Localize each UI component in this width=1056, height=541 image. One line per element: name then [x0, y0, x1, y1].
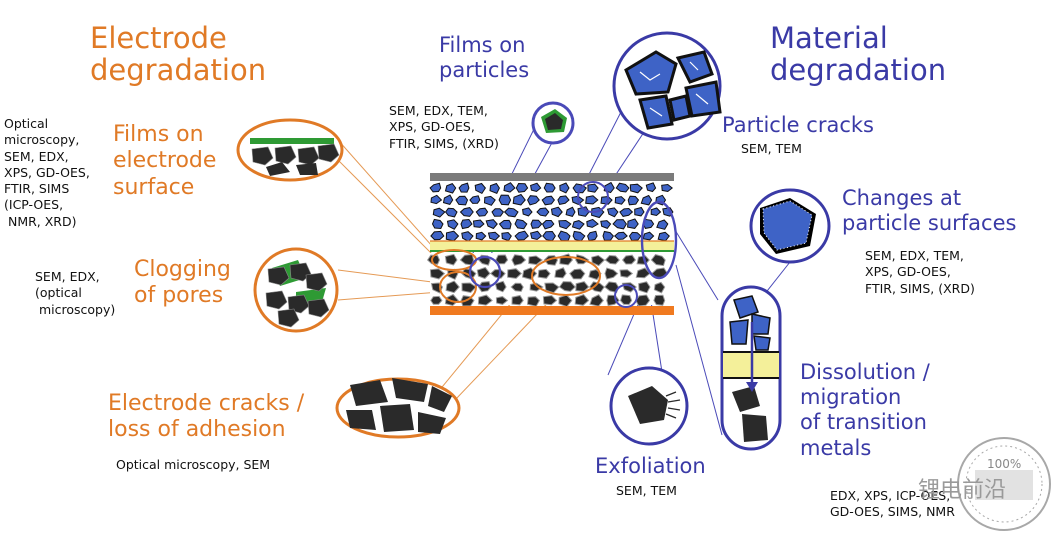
dissolution-title: Dissolution / migration of transition me…	[800, 360, 930, 460]
surface-changes-methods: SEM, EDX, TEM, XPS, GD-OES, FTIR, SIMS, …	[865, 248, 975, 296]
films-on-surface-inset	[236, 118, 344, 182]
cracks-inset	[335, 377, 461, 439]
electrode-cross-section	[426, 173, 678, 315]
watermark-brand: 锂电前沿	[918, 478, 1007, 503]
surface-changes-title: Changes at particle surfaces	[842, 186, 1017, 236]
header-material-degradation: Material degradation	[770, 21, 947, 88]
films-surface-title: Films on electrode surface	[113, 122, 217, 200]
particle-cracks-methods: SEM, TEM	[741, 141, 802, 156]
films-surface-methods: Optical microscopy, SEM, EDX, XPS, GD-OE…	[4, 116, 90, 229]
watermark-stamp: 100%	[987, 457, 1022, 471]
exfoliation-title: Exfoliation	[595, 454, 706, 478]
clogging-inset	[253, 247, 339, 333]
films-particles-title: Films on particles	[439, 33, 530, 83]
dissolution-inset	[720, 285, 782, 451]
films-particles-methods: SEM, EDX, TEM, XPS, GD-OES, FTIR, SIMS, …	[389, 103, 499, 151]
clogging-methods: SEM, EDX, (optical microscopy)	[35, 269, 116, 317]
surface-changes-inset	[749, 188, 831, 264]
exfoliation-methods: SEM, TEM	[616, 483, 677, 498]
cracks-title: Electrode cracks / loss of adhesion	[108, 391, 305, 443]
cracks-methods: Optical microscopy, SEM	[116, 457, 271, 472]
particle-cracks-inset	[612, 31, 722, 141]
particle-cracks-title: Particle cracks	[722, 113, 874, 137]
exfoliation-inset	[609, 366, 689, 446]
watermark-seal	[957, 437, 1051, 531]
dissolution-methods: EDX, XPS, ICP-OES, GD-OES, SIMS, NMR	[830, 488, 955, 520]
clogging-title: Clogging of pores	[134, 257, 231, 309]
header-electrode-degradation: Electrode degradation	[90, 21, 267, 88]
films-on-particles-inset	[531, 101, 575, 145]
